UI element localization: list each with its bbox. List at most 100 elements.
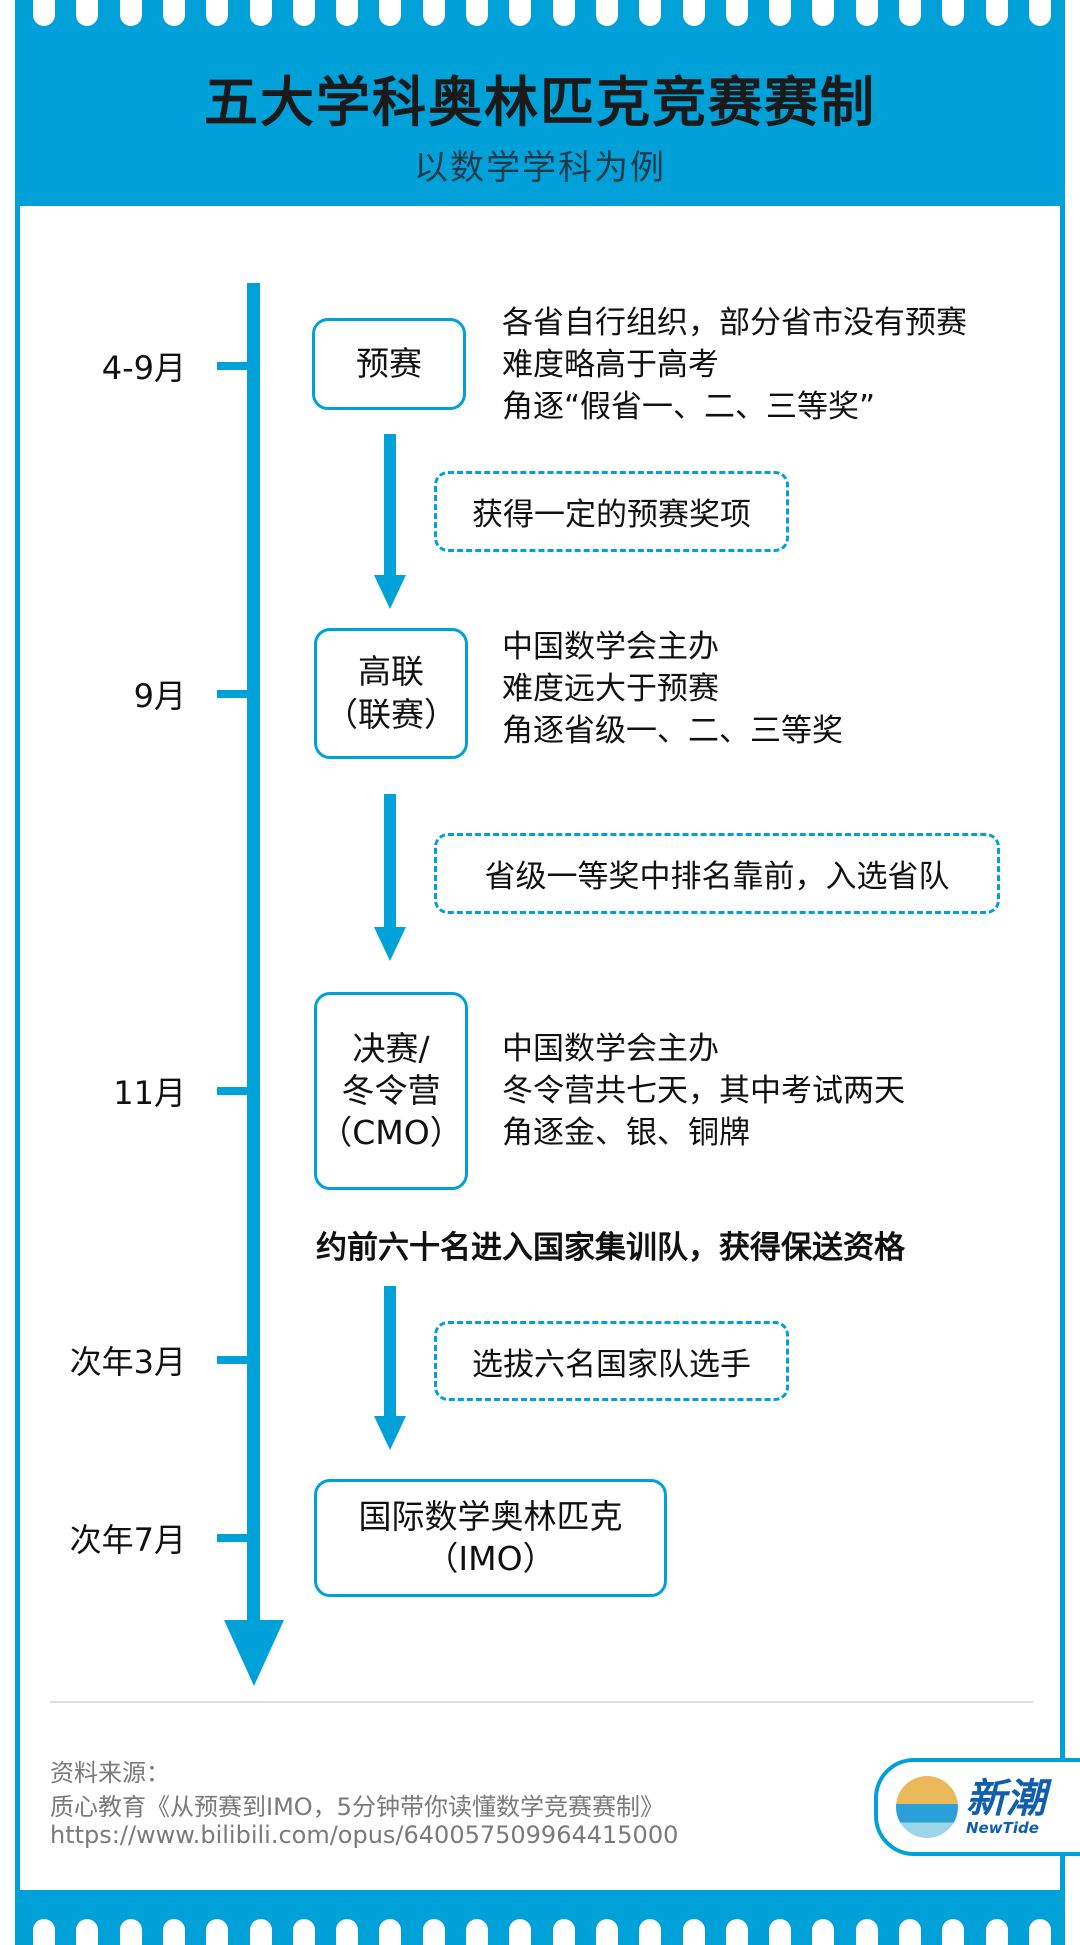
scallop <box>249 0 272 26</box>
scallop <box>985 1919 1008 1945</box>
scallop <box>899 0 921 26</box>
scallop <box>422 0 445 26</box>
stage-label: 国际数学奥林匹克 <box>358 1496 623 1536</box>
stage-label: 高联 <box>358 652 424 692</box>
scallop <box>595 1919 618 1945</box>
month-label: 次年3月 <box>69 1343 186 1381</box>
highlight-note: 约前六十名进入国家集训队，获得保送资格 <box>316 1230 905 1266</box>
scallop <box>206 0 229 26</box>
scallop <box>162 0 185 26</box>
scallop <box>899 1919 921 1945</box>
month-label: 4-9月 <box>101 349 186 387</box>
scallop <box>639 0 662 26</box>
tick <box>217 690 253 698</box>
desc-line: 角逐省级一、二、三等奖 <box>502 713 843 749</box>
scallop <box>509 1919 532 1945</box>
scallop <box>855 1919 878 1945</box>
scallop <box>595 0 618 26</box>
scallop <box>1028 1919 1051 1945</box>
scallop <box>336 1919 359 1945</box>
logo-cn: 新潮 <box>966 1776 1046 1822</box>
header-banner <box>15 0 1065 206</box>
scallop <box>552 0 575 26</box>
stage-league-desc: 中国数学会主办 难度远大于预赛 角逐省级一、二、三等奖 <box>502 626 843 752</box>
stage-label: （CMO） <box>319 1113 463 1153</box>
newtide-logo: 新潮 NewTide <box>874 1758 1080 1856</box>
transition-note: 省级一等奖中排名靠前，入选省队 <box>434 833 1000 914</box>
desc-line: 冬令营共七天，其中考试两天 <box>502 1073 905 1109</box>
desc-line: 难度远大于预赛 <box>502 671 719 707</box>
transition-note: 选拔六名国家队选手 <box>434 1321 789 1401</box>
scallop <box>336 0 359 26</box>
scallop <box>725 0 748 26</box>
desc-line: 角逐金、银、铜牌 <box>502 1115 750 1151</box>
scallop <box>33 0 55 26</box>
flow-arrow <box>384 434 396 579</box>
divider <box>50 1701 1033 1703</box>
scallop <box>682 1919 705 1945</box>
scallop <box>76 0 99 26</box>
scallop <box>639 1919 662 1945</box>
page-subtitle: 以数学学科为例 <box>414 148 666 188</box>
desc-line: 难度略高于高考 <box>502 347 719 383</box>
logo-en: NewTide <box>966 1819 1039 1837</box>
source-url: https://www.bilibili.com/opus/6400575099… <box>50 1821 679 1849</box>
transition-note: 获得一定的预赛奖项 <box>434 471 789 552</box>
stage-label: （IMO） <box>425 1539 556 1578</box>
arrow-down-icon <box>374 927 406 961</box>
scallop <box>769 1919 792 1945</box>
scallop <box>249 1919 272 1945</box>
scallop <box>509 0 532 26</box>
scallop <box>855 0 878 26</box>
scallop <box>379 0 402 26</box>
flow-arrow <box>384 794 396 929</box>
stage-league: 高联 （联赛） <box>314 628 468 759</box>
scallop <box>985 0 1008 26</box>
scallop <box>466 1919 488 1945</box>
scallop <box>292 1919 315 1945</box>
scallop <box>119 1919 142 1945</box>
stage-label: 决赛/ <box>352 1028 430 1068</box>
scallop <box>1028 0 1051 26</box>
tick <box>217 1356 253 1364</box>
stage-final: 决赛/ 冬令营 （CMO） <box>314 992 468 1190</box>
desc-line: 中国数学会主办 <box>502 629 719 665</box>
stage-prelim: 预赛 <box>312 318 466 410</box>
arrow-down-icon <box>374 1416 406 1450</box>
scallop <box>812 1919 835 1945</box>
stage-label: 冬令营 <box>341 1070 441 1110</box>
scallop <box>33 1919 55 1945</box>
scallop <box>769 0 792 26</box>
stage-final-desc: 中国数学会主办 冬令营共七天，其中考试两天 角逐金、银、铜牌 <box>502 1028 905 1154</box>
stage-prelim-desc: 各省自行组织，部分省市没有预赛 难度略高于高考 角逐“假省一、二、三等奖” <box>502 302 967 428</box>
month-label: 11月 <box>113 1074 186 1112</box>
tick <box>217 362 253 370</box>
stage-label: （联赛） <box>325 694 457 734</box>
tick <box>217 1087 253 1095</box>
footer-banner <box>15 1890 1065 1945</box>
frame <box>15 0 1065 1945</box>
scallop <box>725 1919 748 1945</box>
scallop <box>812 0 835 26</box>
scallop <box>552 1919 575 1945</box>
month-label: 次年7月 <box>69 1521 186 1559</box>
desc-line: 中国数学会主办 <box>502 1031 719 1067</box>
scallop <box>682 0 705 26</box>
scallop <box>206 1919 229 1945</box>
scallop <box>119 0 142 26</box>
scallop <box>422 1919 445 1945</box>
flow-arrow <box>384 1286 396 1418</box>
tick <box>217 1534 253 1542</box>
desc-line: 角逐“假省一、二、三等奖” <box>502 389 876 425</box>
scallop <box>942 0 965 26</box>
month-label: 9月 <box>133 677 186 715</box>
arrow-down-icon <box>374 575 406 609</box>
scallop <box>162 1919 185 1945</box>
source-ref: 质心教育《从预赛到IMO，5分钟带你读懂数学竞赛赛制》 <box>50 1793 664 1821</box>
desc-line: 各省自行组织，部分省市没有预赛 <box>502 305 967 341</box>
scallop <box>942 1919 965 1945</box>
scallop <box>292 0 315 26</box>
timeline-axis <box>247 283 260 1633</box>
stage-label: 预赛 <box>356 343 422 383</box>
scallop <box>379 1919 402 1945</box>
